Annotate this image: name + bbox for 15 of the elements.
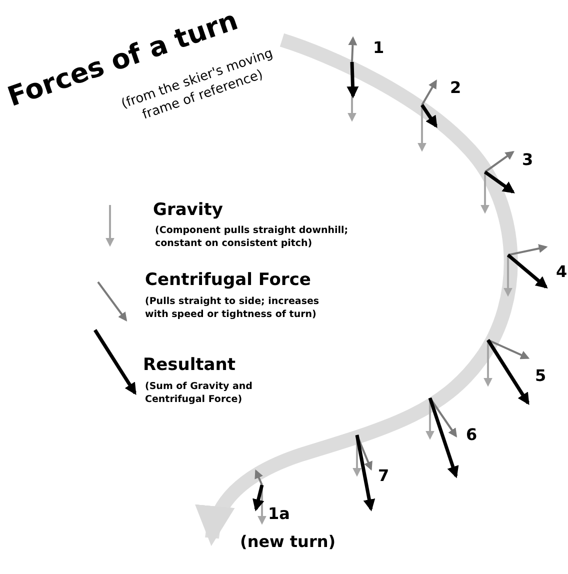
callout-number: 1 [373, 38, 384, 57]
annotation: (new turn) [240, 532, 336, 551]
legend-label: Centrifugal Force [145, 270, 311, 290]
legend-label: Resultant [143, 355, 236, 375]
callout-number: 3 [522, 150, 534, 169]
description: (Component pulls straight downhill; constant on consistent pitch) [155, 224, 350, 250]
legend-label: Gravity [153, 200, 223, 220]
callout-number: 6 [466, 425, 478, 444]
callout-number: 4 [556, 262, 568, 281]
callout-number: 5 [535, 366, 546, 385]
callout-number: 1a [268, 504, 290, 523]
description: (Pulls straight to side; increases with speed or tightness of turn) [145, 295, 320, 321]
callout-number: 2 [450, 78, 462, 97]
description: (Sum of Gravity and Centrifugal Force) [145, 380, 254, 406]
callout-number: 7 [378, 466, 390, 485]
